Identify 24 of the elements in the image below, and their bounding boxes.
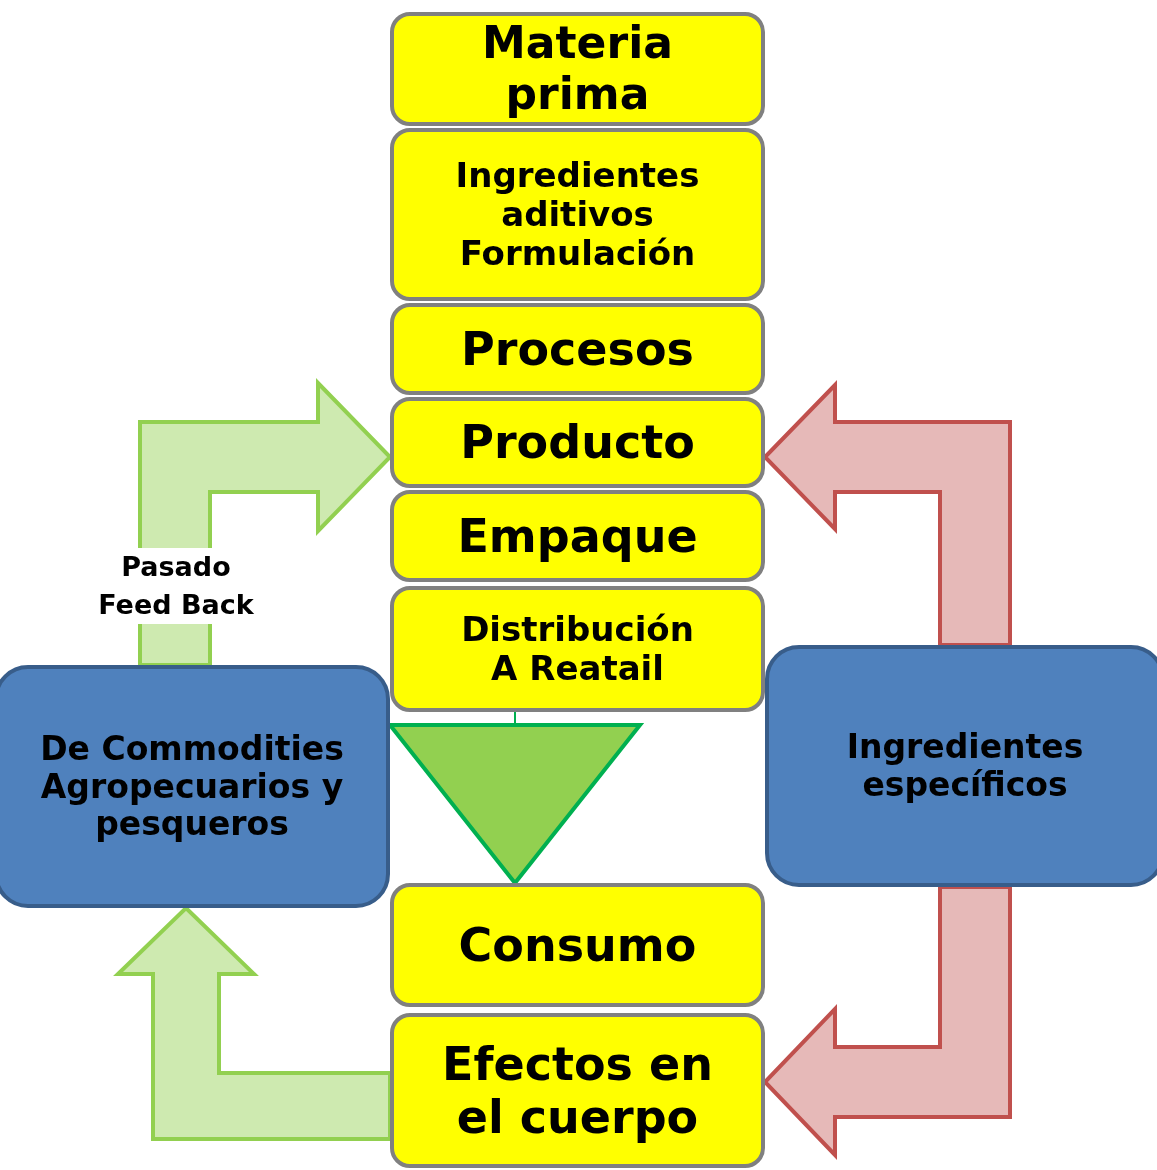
node-label: Procesos (461, 322, 694, 376)
node-label: Distribución A Reatail (460, 609, 695, 689)
triangle-arrow (388, 711, 642, 885)
block-arrow (762, 380, 1012, 647)
node-label: Materia prima (481, 18, 674, 120)
category-box (765, 645, 1157, 887)
node-label: Empaque (457, 509, 698, 563)
process-box (390, 303, 765, 395)
node-label: Consumo (458, 918, 697, 972)
block-arrow (762, 885, 1012, 1160)
process-box (390, 1013, 765, 1168)
process-box (390, 490, 765, 582)
process-box (390, 12, 765, 126)
category-box (0, 665, 390, 908)
process-box (390, 883, 765, 1007)
node-label: Ingredientes aditivos Formulación (454, 155, 701, 274)
node-label: Producto (460, 416, 695, 469)
node-label: De Commodities Agropecuarios y pesqueros (39, 729, 345, 844)
process-box (390, 397, 765, 488)
process-box (390, 128, 765, 301)
process-box (390, 586, 765, 712)
node-label: Ingredientes específicos (845, 728, 1085, 804)
block-arrow (113, 905, 392, 1141)
node-label: Efectos en el cuerpo (441, 1037, 714, 1144)
